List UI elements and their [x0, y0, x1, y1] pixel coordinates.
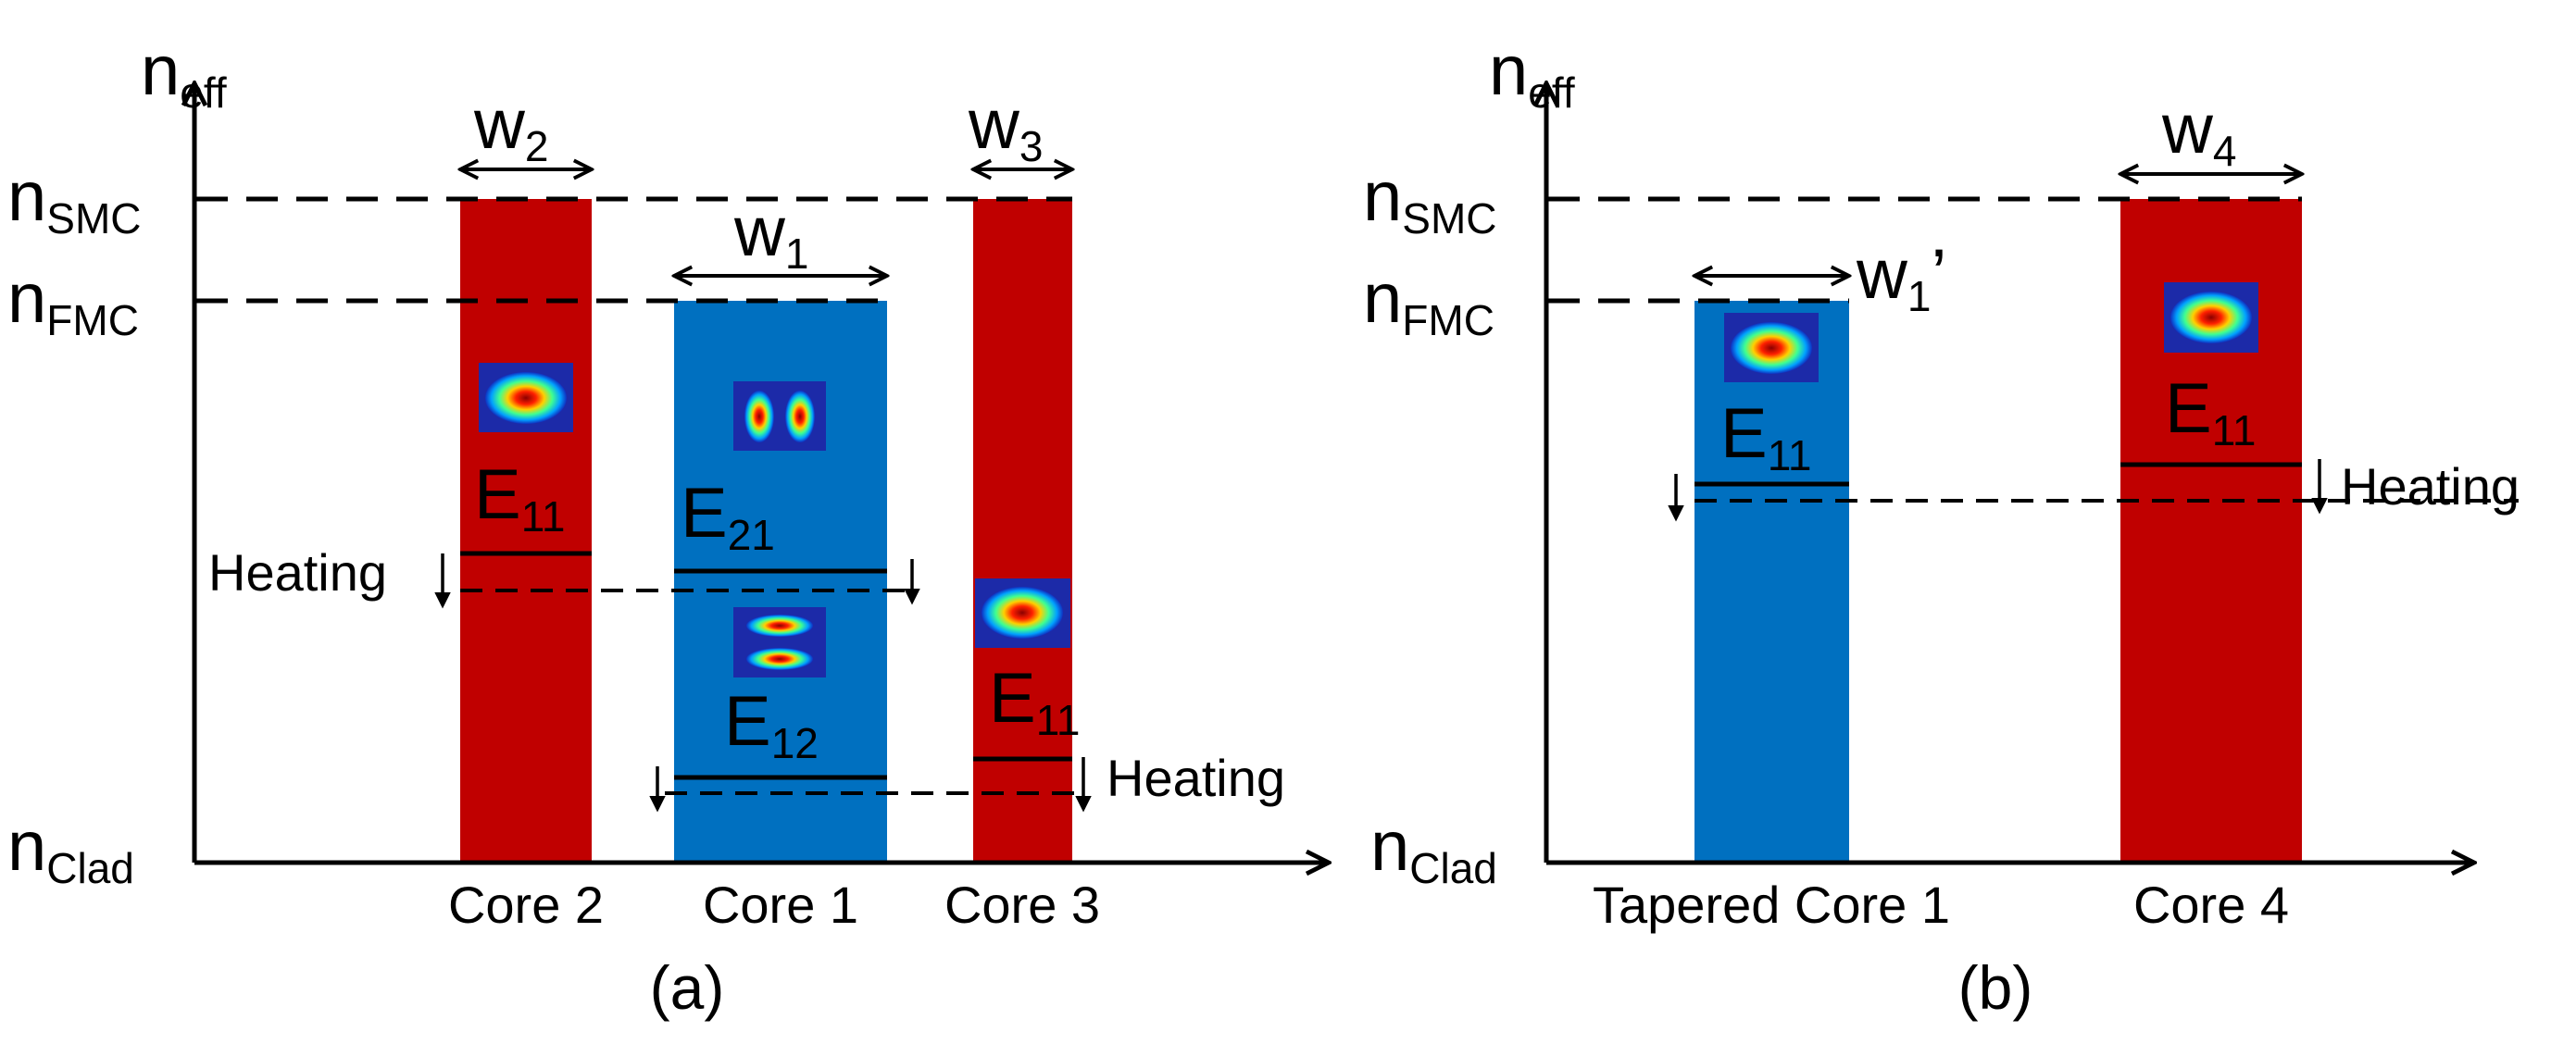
- n-smc-label-b: nSMC: [1363, 157, 1497, 242]
- width-label-w1: w1: [733, 193, 808, 278]
- mode-profile-e21-core1: [733, 381, 826, 451]
- core-label-tapered-core1: Tapered Core 1: [1593, 876, 1950, 934]
- y-axis-label-a: neff: [141, 31, 227, 117]
- n-smc-label-a: nSMC: [7, 157, 142, 242]
- mode-label-e12-core1: E12: [724, 682, 819, 767]
- mode-label-e11-core4: E11: [2165, 369, 2256, 454]
- caption-a: (a): [650, 953, 725, 1022]
- caption-b: (b): [1958, 953, 2033, 1022]
- width-label-w3: w3: [968, 85, 1043, 170]
- mode-profile-e11-tapered-core1: [1724, 313, 1819, 382]
- heating-label-a-right: Heating: [1107, 749, 1285, 807]
- mode-label-e11-core3: E11: [989, 659, 1080, 744]
- width-label-w4: w4: [2161, 90, 2236, 175]
- core-label-core2: Core 2: [448, 876, 604, 934]
- n-clad-label-b: nClad: [1370, 807, 1497, 892]
- y-axis-label-b: neff: [1489, 31, 1575, 117]
- mode-profile-e11-core4: [2164, 282, 2258, 353]
- panel-a: neff nSMC nFMC nClad w2 w1 w3: [7, 31, 1329, 1022]
- core-label-core1: Core 1: [703, 876, 858, 934]
- mode-label-e11-core2: E11: [474, 455, 565, 541]
- core-3-bar: [973, 199, 1072, 863]
- core-2-bar: [460, 199, 592, 863]
- core-label-core3: Core 3: [944, 876, 1100, 934]
- width-label-w2: w2: [473, 85, 548, 170]
- n-clad-label-a: nClad: [7, 807, 134, 892]
- mode-label-e21-core1: E21: [681, 474, 775, 559]
- width-label-w1-prime: w1’: [1856, 235, 1946, 320]
- tapered-core-1-bar: [1694, 301, 1849, 863]
- n-fmc-label-a: nFMC: [7, 259, 139, 344]
- heating-label-a-left: Heating: [208, 543, 387, 602]
- mode-profile-e12-core1: [733, 607, 826, 677]
- n-fmc-label-b: nFMC: [1363, 259, 1494, 344]
- mode-profile-e11-core2: [479, 363, 573, 432]
- panel-b: neff nSMC nFMC nClad w1’ w4 E11 E11 Heat…: [1363, 31, 2520, 1022]
- core-label-core4: Core 4: [2133, 876, 2289, 934]
- heating-label-b: Heating: [2341, 457, 2520, 516]
- mode-profile-e11-core3: [975, 578, 1070, 648]
- mode-label-e11-tapered-core1: E11: [1720, 394, 1811, 479]
